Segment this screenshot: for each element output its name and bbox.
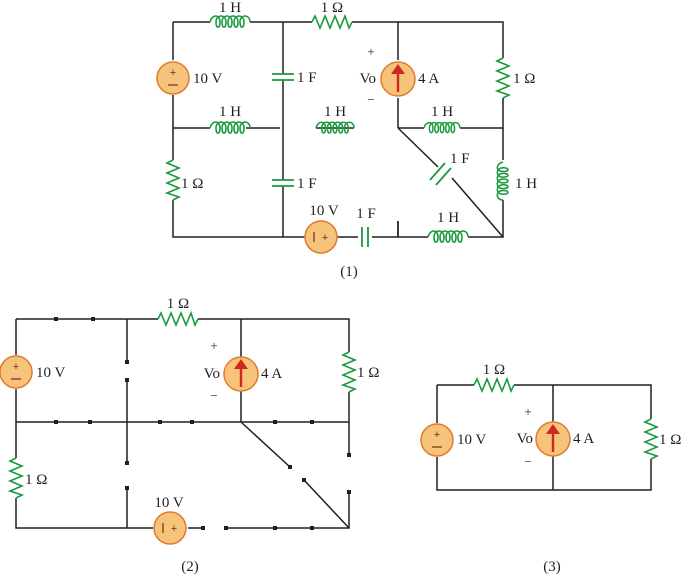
resistor-left: 1 Ω <box>166 159 203 201</box>
svg-text:1 Ω: 1 Ω <box>25 472 47 488</box>
circuit-2-elements: 1 Ω 1 Ω + 10 V 4 A Vo + − 1 Ω + <box>0 296 379 545</box>
svg-text:1 Ω: 1 Ω <box>357 365 379 381</box>
svg-text:1 H: 1 H <box>431 104 453 120</box>
voltage-source-bottom-c2: + 10 V <box>153 495 187 545</box>
svg-text:1 F: 1 F <box>297 70 317 86</box>
svg-text:+: + <box>210 338 217 353</box>
resistor-top-c3: 1 Ω <box>473 362 515 392</box>
svg-text:1 F: 1 F <box>450 151 470 167</box>
svg-text:4 A: 4 A <box>573 431 594 447</box>
svg-text:1 Ω: 1 Ω <box>167 296 189 312</box>
circuit-1-wires <box>172 21 504 238</box>
svg-text:1 F: 1 F <box>297 176 317 192</box>
svg-text:1 H: 1 H <box>515 176 537 192</box>
svg-text:1 F: 1 F <box>356 206 376 222</box>
svg-text:1 H: 1 H <box>219 0 241 16</box>
circuit-2-terminals <box>54 317 351 530</box>
svg-text:1 Ω: 1 Ω <box>513 71 535 87</box>
voltage-source-bottom: + 10 V <box>304 203 339 254</box>
svg-text:10 V: 10 V <box>457 432 486 448</box>
svg-text:Vo: Vo <box>360 71 376 87</box>
svg-text:10 V: 10 V <box>309 203 338 219</box>
svg-text:Vo: Vo <box>204 366 220 382</box>
current-source: 4 A Vo + − <box>360 44 440 107</box>
capacitor-bottom: 1 F <box>356 206 376 247</box>
svg-text:1 H: 1 H <box>324 104 346 120</box>
svg-text:1 H: 1 H <box>437 210 459 226</box>
resistor-top-c2: 1 Ω <box>157 296 199 326</box>
resistor-right: 1 Ω <box>496 57 535 99</box>
voltage-source-left-c2: + 10 V <box>0 355 65 389</box>
voltage-source-left: + 10 V <box>156 61 222 95</box>
caption-circuit-2: (2) <box>181 559 199 575</box>
inductor-top-left: 1 H <box>209 0 251 29</box>
resistor-top: 1 Ω <box>311 0 353 29</box>
svg-text:+: + <box>13 361 19 373</box>
capacitor-mid-top: 1 F <box>272 70 317 86</box>
svg-text:10 V: 10 V <box>154 495 183 511</box>
svg-text:−: − <box>524 454 531 469</box>
inductor-right: 1 H <box>496 161 537 201</box>
capacitor-diagonal: 1 F <box>429 151 470 186</box>
svg-text:1 H: 1 H <box>219 104 241 120</box>
circuit-3-elements: 1 Ω 1 Ω + 10 V 4 A Vo + − <box>420 362 681 469</box>
inductor-mid-center: 1 H <box>315 104 355 134</box>
current-source-c3: 4 A Vo + − <box>517 404 595 469</box>
caption-circuit-1: (1) <box>340 264 358 280</box>
svg-text:+: + <box>171 523 177 535</box>
resistor-right-c2: 1 Ω <box>342 351 379 393</box>
svg-text:10 V: 10 V <box>193 71 222 87</box>
capacitor-mid-bottom: 1 F <box>272 176 317 192</box>
voltage-source-c3: + 10 V <box>420 423 486 457</box>
circuit-1-elements: 1 H 1 Ω 1 Ω + 10 V 1 F 4 A <box>156 0 537 254</box>
inductor-mid-right: 1 H <box>423 104 461 134</box>
inductor-bottom: 1 H <box>427 210 469 244</box>
svg-text:10 V: 10 V <box>36 365 65 381</box>
svg-text:4 A: 4 A <box>418 71 439 87</box>
svg-text:+: + <box>367 44 374 59</box>
svg-text:+: + <box>434 429 440 441</box>
resistor-left-c2: 1 Ω <box>9 457 47 499</box>
svg-text:1 Ω: 1 Ω <box>659 432 681 448</box>
current-source-c2: 4 A Vo + − <box>204 338 283 403</box>
caption-circuit-3: (3) <box>543 559 561 575</box>
svg-text:+: + <box>322 232 328 244</box>
svg-text:+: + <box>170 67 176 79</box>
svg-text:−: − <box>210 388 217 403</box>
svg-text:+: + <box>524 404 531 419</box>
svg-text:Vo: Vo <box>517 431 533 447</box>
svg-text:1 Ω: 1 Ω <box>181 176 203 192</box>
circuit-2-wires <box>15 318 350 529</box>
svg-text:1 Ω: 1 Ω <box>483 362 505 378</box>
circuit-3-wires <box>436 384 652 491</box>
resistor-right-c3: 1 Ω <box>644 418 681 460</box>
svg-text:−: − <box>367 92 374 107</box>
inductor-mid-left: 1 H <box>209 104 251 135</box>
svg-text:4 A: 4 A <box>261 366 282 382</box>
svg-text:1 Ω: 1 Ω <box>321 0 343 16</box>
